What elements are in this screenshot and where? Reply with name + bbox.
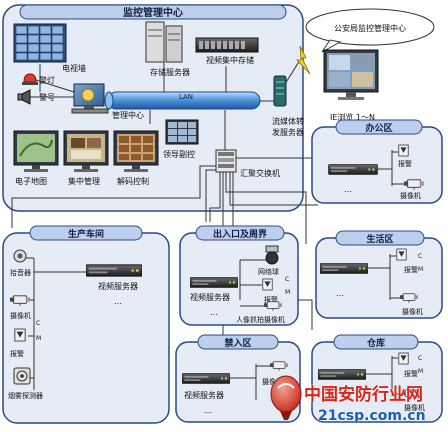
production-video-server-icon xyxy=(86,264,142,277)
smoke-detector-icon xyxy=(13,367,31,385)
production-zone-title: 生产车间 xyxy=(68,228,104,240)
entrance-zone-title: 出入口及周界 xyxy=(213,228,267,240)
production-camera-label: 摄像机 xyxy=(10,311,31,320)
living-alarm-icon xyxy=(396,248,407,261)
stream-server-label-1: 流媒体转 xyxy=(272,116,304,126)
face-capture-label: 人像抓拍摄像机 xyxy=(236,315,285,324)
production-alarm-label: 报警 xyxy=(10,349,24,358)
police-center-title: 公安局监控管理中心 xyxy=(334,23,406,33)
decode-ctrl-label: 解码控制 xyxy=(117,176,149,186)
leader-sub-icon xyxy=(165,119,199,145)
video-storage-label: 视频集中存储 xyxy=(206,55,254,65)
control-center-title: 监控管理中心 xyxy=(123,6,183,19)
entrance-cm-c: C xyxy=(285,276,289,283)
police-center-callout xyxy=(305,8,435,53)
smoke-detector-label: 烟雾探测器 xyxy=(8,391,43,400)
office-zone-title: 办公区 xyxy=(365,122,392,134)
pickup-label: 拾音器 xyxy=(10,268,31,277)
restricted-video-server-label: 视频服务器 xyxy=(184,390,224,400)
living-alarm-label: 报警 xyxy=(404,265,418,274)
mgmt-center-icon xyxy=(71,83,109,114)
pickup-icon xyxy=(13,249,27,263)
network-ball-label: 网络球 xyxy=(258,267,279,276)
alarm-light-icon xyxy=(22,73,38,85)
stream-server-label-2: 发服务器 xyxy=(272,127,304,137)
entrance-video-server-icon xyxy=(190,277,238,288)
warehouse-alarm-icon xyxy=(398,352,409,365)
production-video-server-label: 视频服务器 xyxy=(98,281,138,291)
restricted-zone-panel xyxy=(175,334,301,423)
office-ellipsis: … xyxy=(344,185,352,194)
office-alarm-label: 报警 xyxy=(398,159,412,168)
office-video-server-icon xyxy=(328,164,378,175)
restricted-camera-label: 摄像机 xyxy=(262,377,283,386)
office-alarm-icon xyxy=(398,144,409,157)
entrance-video-server-label: 视频服务器 xyxy=(190,292,230,302)
warehouse-cm-c: C xyxy=(418,355,422,362)
tv-wall-label: 电视墙 xyxy=(62,63,86,73)
living-cm-m: M xyxy=(418,266,423,273)
entrance-cm-m: M xyxy=(285,289,290,296)
watermark-cn: 中国安防行业网 xyxy=(304,384,423,405)
alarm-bell-icon xyxy=(17,89,31,105)
stream-server-icon xyxy=(273,75,287,107)
aggregation-switch-icon xyxy=(215,149,237,173)
warehouse-zone-panel xyxy=(311,334,443,423)
decode-ctrl-monitor-icon xyxy=(113,130,159,172)
mgmt-center-label: 管理中心 xyxy=(112,110,144,120)
living-cm-c: C xyxy=(418,253,422,260)
lan-bus xyxy=(104,91,261,110)
tv-wall xyxy=(13,23,67,63)
video-storage-icon xyxy=(195,37,259,53)
living-ellipsis: … xyxy=(336,289,344,298)
central-mgmt-label: 集中管理 xyxy=(68,176,100,186)
storage-server-label: 存储服务器 xyxy=(150,67,190,77)
alarm-light-label: 警灯 xyxy=(39,75,55,85)
network-ball-icon xyxy=(265,245,279,265)
warehouse-camera-label: 摄像机 xyxy=(404,403,425,412)
lan-label: LAN xyxy=(179,93,193,101)
leader-sub-label: 领导副控 xyxy=(163,149,195,159)
entrance-alarm-icon xyxy=(262,278,273,291)
lightning-bolt-icon xyxy=(296,45,311,75)
production-alarm-icon xyxy=(14,328,26,342)
warehouse-cm-m: M xyxy=(418,368,423,375)
switch-label: 汇聚交换机 xyxy=(240,168,280,178)
office-camera-label: 摄像机 xyxy=(400,191,421,200)
watermark-url: 21csp.com.cn xyxy=(318,408,426,424)
production-cm-c: C xyxy=(36,320,40,327)
central-mgmt-monitor-icon xyxy=(63,130,109,172)
entrance-alarm-label: 报警 xyxy=(264,295,278,304)
restricted-zone-title: 禁入区 xyxy=(224,337,251,349)
production-ellipsis: … xyxy=(114,297,122,306)
warehouse-alarm-label: 报警 xyxy=(404,369,418,378)
entrance-ellipsis: … xyxy=(210,308,218,317)
restricted-video-server-icon xyxy=(182,373,230,384)
ie-browse-label: IE浏览 1～N xyxy=(330,112,375,122)
production-zone-panel xyxy=(2,225,170,424)
e-map-monitor-icon xyxy=(13,130,59,172)
watermark-balloon-icon xyxy=(270,375,302,420)
warehouse-zone-title: 仓库 xyxy=(366,337,385,349)
living-video-server-icon xyxy=(320,263,368,274)
police-monitor-icon xyxy=(323,49,379,100)
restricted-ellipsis: … xyxy=(204,406,212,415)
warehouse-video-server-icon xyxy=(318,369,366,380)
e-map-label: 电子地图 xyxy=(15,176,47,186)
storage-server-icon xyxy=(145,21,183,63)
living-zone-title: 生活区 xyxy=(366,233,393,245)
entrance-zone-panel xyxy=(179,225,299,326)
living-camera-label: 摄像机 xyxy=(402,307,423,316)
production-cm-m: M xyxy=(36,335,41,342)
